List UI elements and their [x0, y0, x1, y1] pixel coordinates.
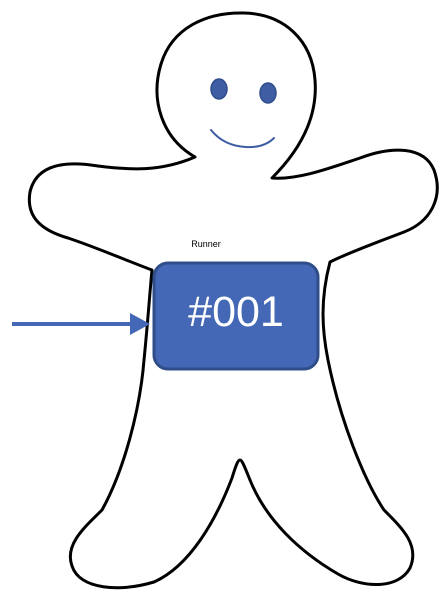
- bib-label: Runner: [178, 240, 234, 249]
- bib-number: #001: [154, 291, 318, 334]
- left-eye: [211, 79, 227, 99]
- right-eye: [260, 83, 276, 103]
- arrow-right-icon: [12, 313, 150, 335]
